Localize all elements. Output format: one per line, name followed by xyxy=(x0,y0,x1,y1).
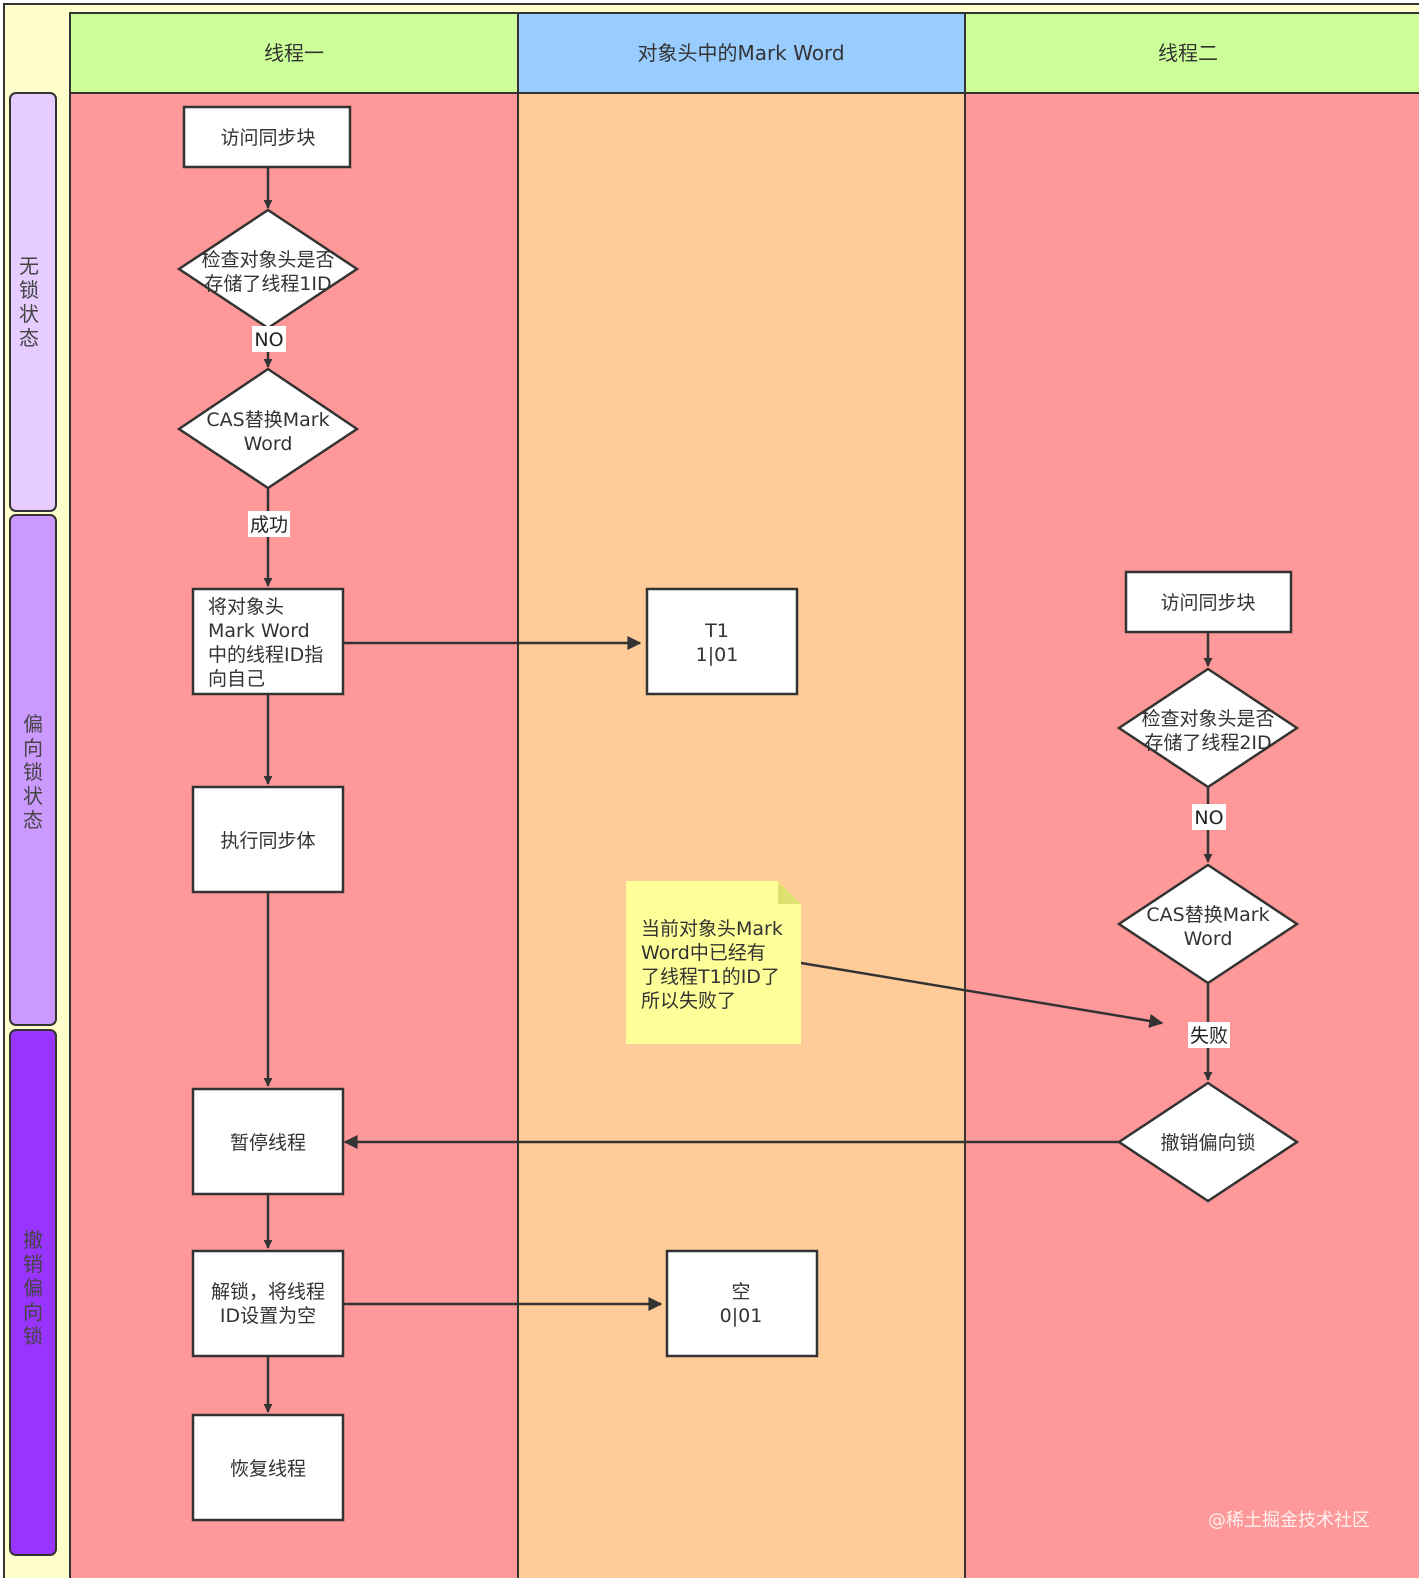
note-line-1: 当前对象头Mark xyxy=(641,918,783,940)
t1-execute-box xyxy=(191,785,345,894)
t1-pause-box xyxy=(191,1087,345,1196)
t1-point-line-4: 向自己 xyxy=(208,668,265,690)
t1-cas-line-2: Word xyxy=(244,433,293,455)
t1-check-line-2: 存储了线程1ID xyxy=(204,273,331,295)
t1-cas-decision xyxy=(176,367,360,490)
markword-t1-line-2: 1|01 xyxy=(696,644,739,666)
sticky-note-fold xyxy=(778,881,801,904)
t1-unlock-line-1: 解锁，将线程 xyxy=(211,1281,325,1303)
t1-access-block-box xyxy=(182,105,352,169)
t1-resume-box xyxy=(191,1413,345,1522)
t1-success-label-bg xyxy=(248,511,290,537)
t2-check-decision xyxy=(1116,667,1300,789)
t1-check-line-1: 检查对象头是否 xyxy=(201,249,334,271)
t2-access-block-text: 访问同步块 xyxy=(1160,592,1255,614)
phase-bar-revoke xyxy=(9,1029,57,1556)
phase-label-unlocked-char-4: 态 xyxy=(19,326,39,350)
note-line-2: Word中已经有 xyxy=(641,942,766,964)
note-line-4: 所以失败了 xyxy=(641,990,736,1012)
note-line-3: 了线程T1的ID了 xyxy=(641,966,780,988)
phase-label-revoke-char-1: 撤 xyxy=(23,1228,43,1252)
phase-bar-unlocked xyxy=(9,92,57,512)
t1-point-line-1: 将对象头 xyxy=(208,596,284,618)
markword-empty-text: 空0|01 xyxy=(720,1281,763,1327)
t1-no-label-bg xyxy=(252,326,286,352)
lane-title-markword: 对象头中的Mark Word xyxy=(637,41,844,65)
t1-access-block-text: 访问同步块 xyxy=(220,127,315,149)
t2-check-line-2: 存储了线程2ID xyxy=(1144,732,1271,754)
t1-point-line-3: 中的线程ID指 xyxy=(208,644,323,666)
lane-header-thread2 xyxy=(964,12,1419,94)
lane-title-thread1: 线程一 xyxy=(264,41,324,65)
phase-label-biased-char-5: 态 xyxy=(23,808,43,832)
phase-label-unlocked-char-1: 无 xyxy=(19,254,39,278)
markword-t1-text: T11|01 xyxy=(696,620,739,666)
t1-success-label: 成功 xyxy=(250,514,288,536)
phase-label-unlocked-char-2: 锁 xyxy=(19,278,39,302)
markword-t1-box xyxy=(645,587,799,696)
lane-title-thread2: 线程二 xyxy=(1158,41,1218,65)
markword-empty-line-2: 0|01 xyxy=(720,1305,763,1327)
t1-pause-text: 暂停线程 xyxy=(230,1132,306,1154)
phase-label-biased-char-2: 向 xyxy=(23,736,43,760)
t1-no-label: NO xyxy=(254,329,283,351)
phase-label-revoke-char-2: 销 xyxy=(23,1252,43,1276)
t2-access-block-box xyxy=(1124,570,1293,634)
edge-note-to-fail xyxy=(800,961,1164,1028)
phase-label-revoke-char-4: 向 xyxy=(23,1300,43,1324)
lane-header-markword xyxy=(517,12,966,94)
phase-label-biased-char-3: 锁 xyxy=(23,760,43,784)
phase-label-biased-char-4: 状 xyxy=(23,784,43,808)
markword-empty-box xyxy=(665,1249,819,1358)
phase-label-biased-char-1: 偏 xyxy=(23,712,43,736)
lane-thread2 xyxy=(964,92,1419,1578)
phase-bar-biased xyxy=(9,514,57,1026)
t1-resume-text: 恢复线程 xyxy=(230,1458,306,1480)
t2-cas-line-2: Word xyxy=(1184,928,1233,950)
t2-revoke-text: 撤销偏向锁 xyxy=(1160,1132,1255,1154)
t2-fail-label-bg xyxy=(1188,1022,1230,1048)
phase-label-revoke-char-5: 锁 xyxy=(23,1324,43,1348)
t1-cas-line-1: CAS替换Mark xyxy=(206,409,329,431)
sticky-note xyxy=(626,881,801,1044)
t1-unlock-line-2: ID设置为空 xyxy=(220,1305,316,1327)
t2-check-line-1: 检查对象头是否 xyxy=(1141,708,1274,730)
watermark: @稀土掘金技术社区 xyxy=(1208,1510,1370,1531)
t2-fail-label: 失败 xyxy=(1190,1025,1228,1047)
t2-no-label: NO xyxy=(1194,807,1223,829)
t2-no-label-bg xyxy=(1192,804,1226,830)
t2-cas-decision xyxy=(1116,863,1300,985)
t1-execute-text: 执行同步体 xyxy=(220,830,315,852)
t1-point-to-self-box xyxy=(191,587,345,696)
phase-label-unlocked-char-3: 状 xyxy=(19,302,39,326)
lane-header-thread1 xyxy=(69,12,519,94)
markword-t1-line-1: T1 xyxy=(704,620,729,642)
t2-revoke-decision xyxy=(1116,1081,1300,1203)
t1-point-line-2: Mark Word xyxy=(208,620,310,642)
t2-cas-line-1: CAS替换Mark xyxy=(1146,904,1269,926)
t1-unlock-box xyxy=(191,1249,345,1358)
markword-empty-line-1: 空 xyxy=(731,1281,750,1303)
phase-label-revoke-char-3: 偏 xyxy=(23,1276,43,1300)
